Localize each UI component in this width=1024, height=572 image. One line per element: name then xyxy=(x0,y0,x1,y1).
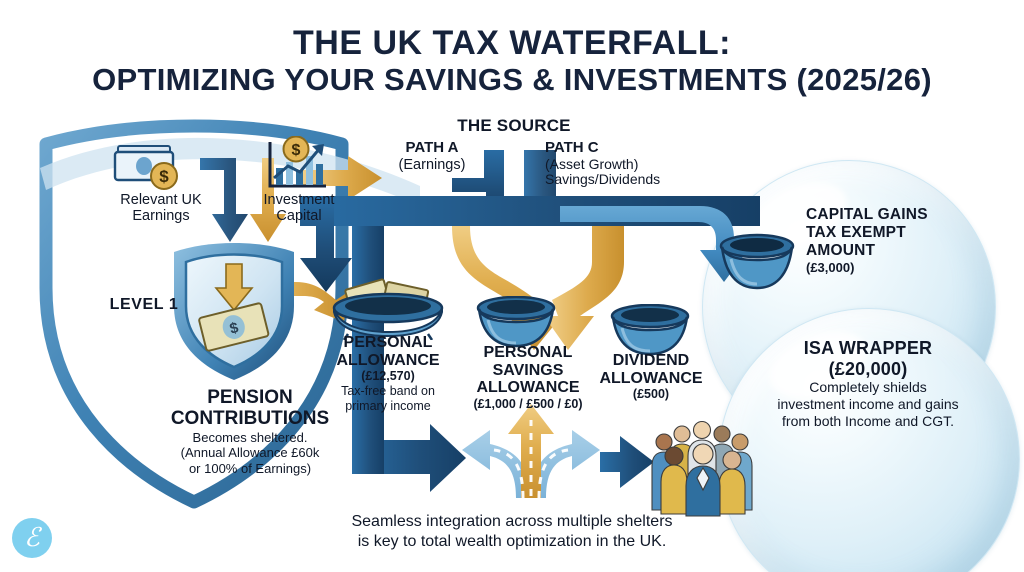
cgt-heading-3: AMOUNT xyxy=(806,241,876,259)
personal-allowance-sub-2: primary income xyxy=(345,399,431,414)
background-shield-icon xyxy=(39,119,349,509)
dividend-bucket-icon xyxy=(610,304,690,356)
pension-heading-1: PENSION xyxy=(207,387,293,408)
psa-heading-3: ALLOWANCE xyxy=(476,379,580,397)
personal-allowance-basin-icon xyxy=(332,278,444,340)
footer-line-1: Seamless integration across multiple she… xyxy=(351,513,673,530)
svg-text:$: $ xyxy=(292,142,301,159)
source-heading: THE SOURCE xyxy=(457,116,571,135)
cgt-amount: (£3,000) xyxy=(806,259,855,275)
isa-sub-2: investment income and gains xyxy=(777,395,959,412)
dividend-amount: (£500) xyxy=(632,387,670,402)
page-subtitle: OPTIMIZING YOUR SAVINGS & INVESTMENTS (2… xyxy=(92,62,932,97)
relevant-uk-earnings-line1: Relevant UK xyxy=(120,192,202,208)
footer-caption: Seamless integration across multiple she… xyxy=(292,512,732,553)
relevant-uk-earnings-line2: Earnings xyxy=(132,208,190,225)
pension-shield-icon: $ xyxy=(174,243,294,380)
banknote-icon: $ xyxy=(113,145,178,190)
personal-savings-bucket-icon xyxy=(476,296,556,348)
investment-capital-line1: Investment xyxy=(263,192,335,208)
isa-bubble xyxy=(718,308,1020,572)
dividend-heading-1: DIVIDEND xyxy=(612,352,690,369)
pension-sub-3: or 100% of Earnings) xyxy=(188,460,312,476)
page-title: THE UK TAX WATERFALL: xyxy=(293,24,731,62)
path-a-sub: (Earnings) xyxy=(398,156,466,173)
investment-capital-label: Investment Capital xyxy=(240,192,358,224)
personal-allowance-sub-1: Tax-free band on xyxy=(341,384,435,399)
brand-logo: ℰ xyxy=(12,518,52,558)
level-1-label: LEVEL 1 xyxy=(109,296,179,313)
isa-amount: (£20,000) xyxy=(828,358,908,379)
cgt-label: CAPITAL GAINS TAX EXEMPT AMOUNT (£3,000) xyxy=(806,206,986,275)
pension-sub-2: (Annual Allowance £60k xyxy=(180,445,320,461)
personal-allowance-heading-1: PERSONAL xyxy=(343,334,433,351)
path-c-heading: PATH C xyxy=(545,139,599,156)
dividend-allowance-label: DIVIDEND ALLOWANCE (£500) xyxy=(588,352,714,402)
path-c-sub2: Savings/Dividends xyxy=(545,171,661,188)
dividend-heading-2: ALLOWANCE xyxy=(599,369,703,387)
growth-chart-icon: $ xyxy=(268,136,326,188)
isa-sub-1: Completely shields xyxy=(809,379,927,396)
path-c-label: PATH C (Asset Growth) Savings/Dividends xyxy=(545,139,705,188)
path-c-sub1: (Asset Growth) xyxy=(545,155,639,172)
pension-sub-1: Becomes sheltered. xyxy=(192,429,308,445)
psa-amount: (£1,000 / £500 / £0) xyxy=(473,396,583,411)
svg-text:$: $ xyxy=(159,167,169,186)
isa-label: ISA WRAPPER (£20,000) Completely shields… xyxy=(748,338,988,429)
footer-line-2: is key to total wealth optimization in t… xyxy=(357,533,667,551)
cgt-bucket-icon xyxy=(719,233,795,290)
pension-heading-2: CONTRIBUTIONS xyxy=(170,407,330,429)
path-a-label: PATH A (Earnings) xyxy=(372,139,492,173)
relevant-uk-earnings-label: Relevant UK Earnings xyxy=(96,192,226,224)
isa-sub-3: from both Income and CGT. xyxy=(782,412,954,429)
investment-capital-line2: Capital xyxy=(276,208,322,225)
people-group-icon xyxy=(651,420,753,517)
path-a-heading: PATH A xyxy=(405,139,459,156)
personal-savings-allowance-label: PERSONAL SAVINGS ALLOWANCE (£1,000 / £50… xyxy=(456,344,600,412)
personal-allowance-heading-2: ALLOWANCE xyxy=(336,351,440,369)
brand-logo-glyph: ℰ xyxy=(24,523,40,552)
three-way-fork-icon xyxy=(462,404,600,499)
cgt-heading-1: CAPITAL GAINS xyxy=(806,206,928,223)
psa-heading-1: PERSONAL xyxy=(483,344,573,361)
psa-heading-2: SAVINGS xyxy=(492,361,564,379)
cgt-heading-2: TAX EXEMPT xyxy=(806,223,906,241)
personal-allowance-label: PERSONAL ALLOWANCE (£12,570) Tax-free ba… xyxy=(322,334,454,414)
personal-allowance-amount: (£12,570) xyxy=(361,369,415,384)
isa-heading: ISA WRAPPER xyxy=(803,338,933,358)
pension-contributions-label: PENSION CONTRIBUTIONS Becomes sheltered.… xyxy=(150,387,350,477)
